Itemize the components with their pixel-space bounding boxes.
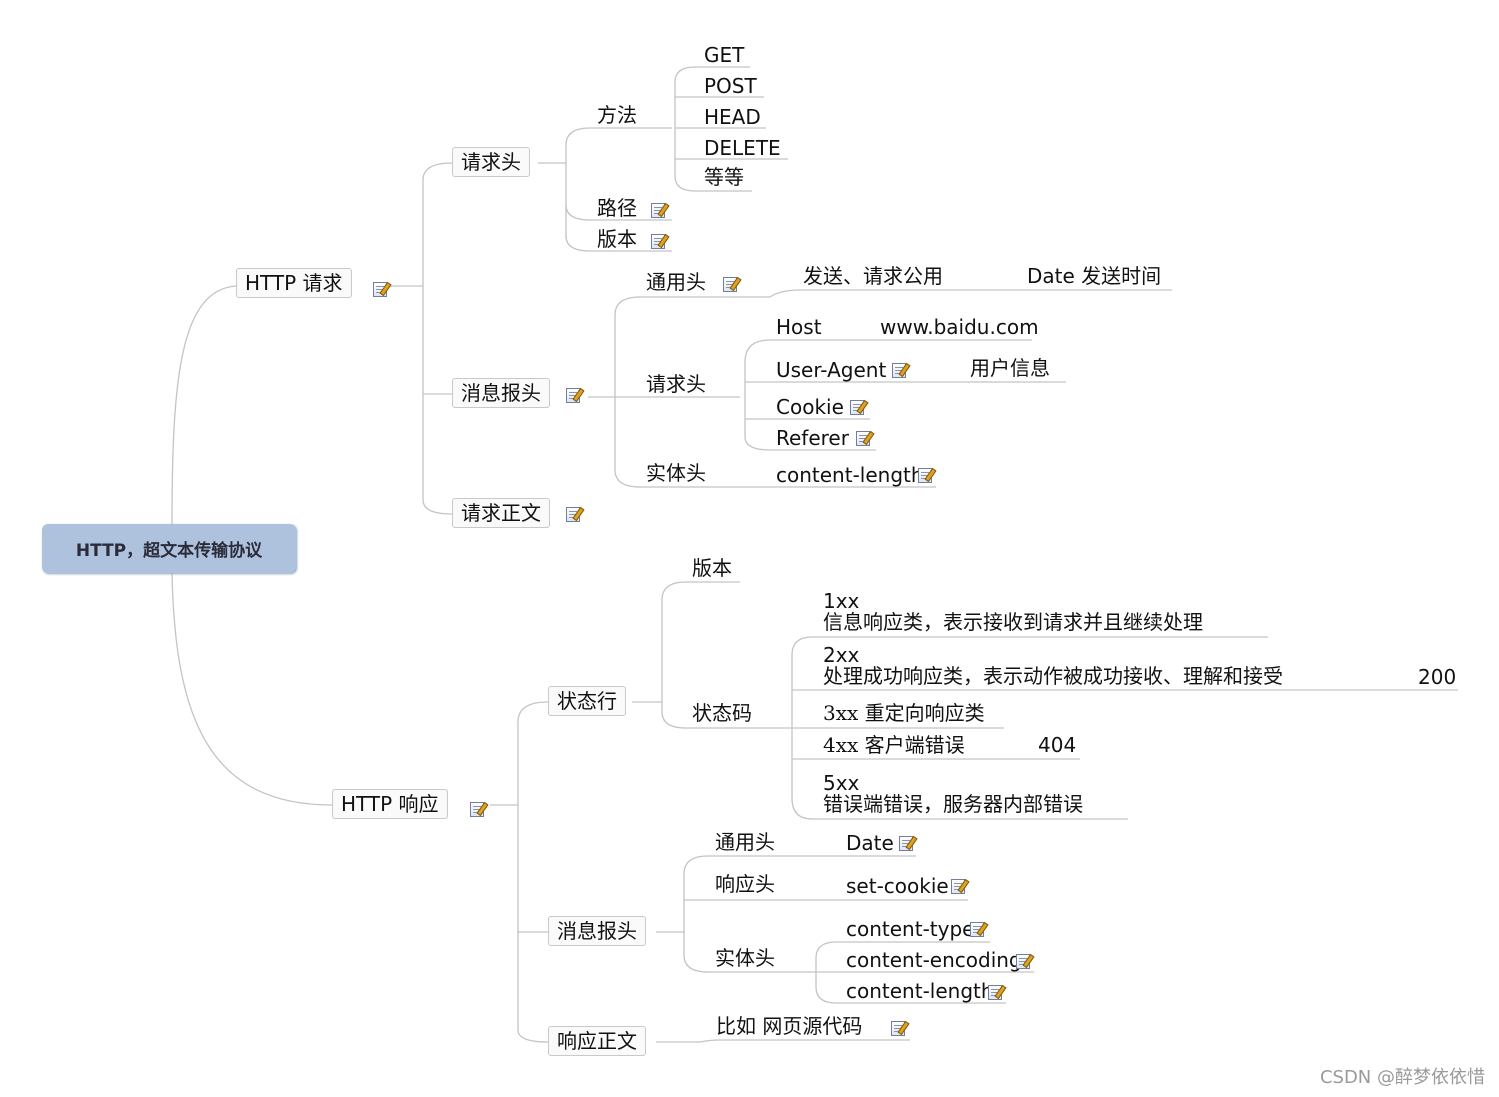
http-request-node[interactable]: HTTP 请求: [236, 268, 352, 298]
content-encoding-node[interactable]: content-encoding: [846, 948, 1022, 972]
note-icon[interactable]: [651, 234, 665, 249]
general-header-desc[interactable]: 发送、请求公用: [803, 264, 943, 288]
method-node[interactable]: 方法: [597, 103, 637, 127]
status-line-node[interactable]: 状态行: [548, 686, 626, 716]
note-icon[interactable]: [988, 985, 1002, 1000]
status-2xx-code[interactable]: 2xx: [823, 643, 860, 667]
host-node[interactable]: Host: [776, 315, 822, 339]
version-node[interactable]: 版本: [597, 227, 637, 251]
status-1xx-desc: 信息响应类，表示接收到请求并且继续处理: [823, 610, 1203, 634]
http-request-label: HTTP 请求: [245, 271, 343, 295]
note-icon[interactable]: [723, 277, 737, 292]
status-2xx-desc: 处理成功响应类，表示动作被成功接收、理解和接受: [823, 664, 1283, 688]
request-header-sub-node[interactable]: 请求头: [646, 372, 706, 396]
response-date-node[interactable]: Date: [846, 831, 894, 855]
status-1xx-code[interactable]: 1xx: [823, 589, 860, 613]
user-agent-node[interactable]: User-Agent: [776, 358, 887, 382]
note-icon[interactable]: [951, 879, 965, 894]
content-type-node[interactable]: content-type: [846, 917, 975, 941]
status-4xx-example[interactable]: 404: [1038, 733, 1077, 757]
note-icon[interactable]: [892, 363, 906, 378]
note-icon[interactable]: [856, 431, 870, 446]
response-header-node[interactable]: 响应头: [715, 872, 775, 896]
response-content-length-node[interactable]: content-length: [846, 979, 994, 1003]
status-4xx[interactable]: 4xx 客户端错误: [823, 733, 965, 757]
request-message-header-label: 消息报头: [461, 381, 541, 405]
method-etc[interactable]: 等等: [704, 165, 744, 189]
request-header-node[interactable]: 请求头: [452, 147, 530, 177]
note-icon[interactable]: [899, 836, 913, 851]
request-message-header-node[interactable]: 消息报头: [452, 378, 550, 408]
note-icon[interactable]: [651, 203, 665, 218]
request-body-node[interactable]: 请求正文: [452, 498, 550, 528]
http-response-node[interactable]: HTTP 响应: [332, 789, 448, 819]
method-head[interactable]: HEAD: [704, 105, 761, 129]
watermark: CSDN @醉梦依依惜: [1319, 1067, 1485, 1088]
entity-header-node[interactable]: 实体头: [646, 461, 706, 485]
status-5xx-code[interactable]: 5xx: [823, 771, 860, 795]
set-cookie-node[interactable]: set-cookie: [846, 874, 949, 898]
general-header-date[interactable]: Date 发送时间: [1027, 264, 1162, 288]
root-node[interactable]: HTTP，超文本传输协议: [42, 524, 296, 573]
response-message-header-label: 消息报头: [557, 919, 637, 943]
path-node[interactable]: 路径: [597, 196, 637, 220]
response-version-node[interactable]: 版本: [692, 556, 732, 580]
note-icon[interactable]: [566, 388, 580, 403]
note-icon[interactable]: [891, 1021, 905, 1036]
note-icon[interactable]: [918, 468, 932, 483]
note-icon[interactable]: [1016, 954, 1030, 969]
status-code-node[interactable]: 状态码: [692, 701, 752, 725]
method-get[interactable]: GET: [704, 43, 745, 67]
referer-node[interactable]: Referer: [776, 426, 849, 450]
response-entity-header-node[interactable]: 实体头: [715, 946, 775, 970]
root-label: HTTP，超文本传输协议: [75, 541, 263, 561]
status-2xx-example[interactable]: 200: [1418, 665, 1457, 689]
response-body-node[interactable]: 响应正文: [548, 1026, 646, 1056]
user-agent-value[interactable]: 用户信息: [970, 356, 1050, 380]
status-line-label: 状态行: [557, 689, 617, 713]
note-icon[interactable]: [970, 922, 984, 937]
general-header-node[interactable]: 通用头: [646, 270, 706, 294]
status-3xx[interactable]: 3xx 重定向响应类: [823, 701, 985, 725]
request-body-label: 请求正文: [461, 501, 541, 525]
method-post[interactable]: POST: [704, 74, 757, 98]
response-general-header-node[interactable]: 通用头: [715, 830, 775, 854]
method-delete[interactable]: DELETE: [704, 136, 781, 160]
note-icon[interactable]: [373, 282, 387, 297]
response-body-label: 响应正文: [557, 1029, 637, 1053]
note-icon[interactable]: [566, 507, 580, 522]
status-5xx-desc: 错误端错误，服务器内部错误: [823, 792, 1083, 816]
content-length-node[interactable]: content-length: [776, 463, 924, 487]
cookie-node[interactable]: Cookie: [776, 395, 844, 419]
host-value[interactable]: www.baidu.com: [880, 315, 1039, 339]
response-body-example[interactable]: 比如 网页源代码: [716, 1014, 863, 1038]
request-header-label: 请求头: [461, 150, 521, 174]
note-icon[interactable]: [850, 400, 864, 415]
response-message-header-node[interactable]: 消息报头: [548, 916, 646, 946]
note-icon[interactable]: [470, 802, 484, 817]
http-response-label: HTTP 响应: [341, 792, 439, 816]
